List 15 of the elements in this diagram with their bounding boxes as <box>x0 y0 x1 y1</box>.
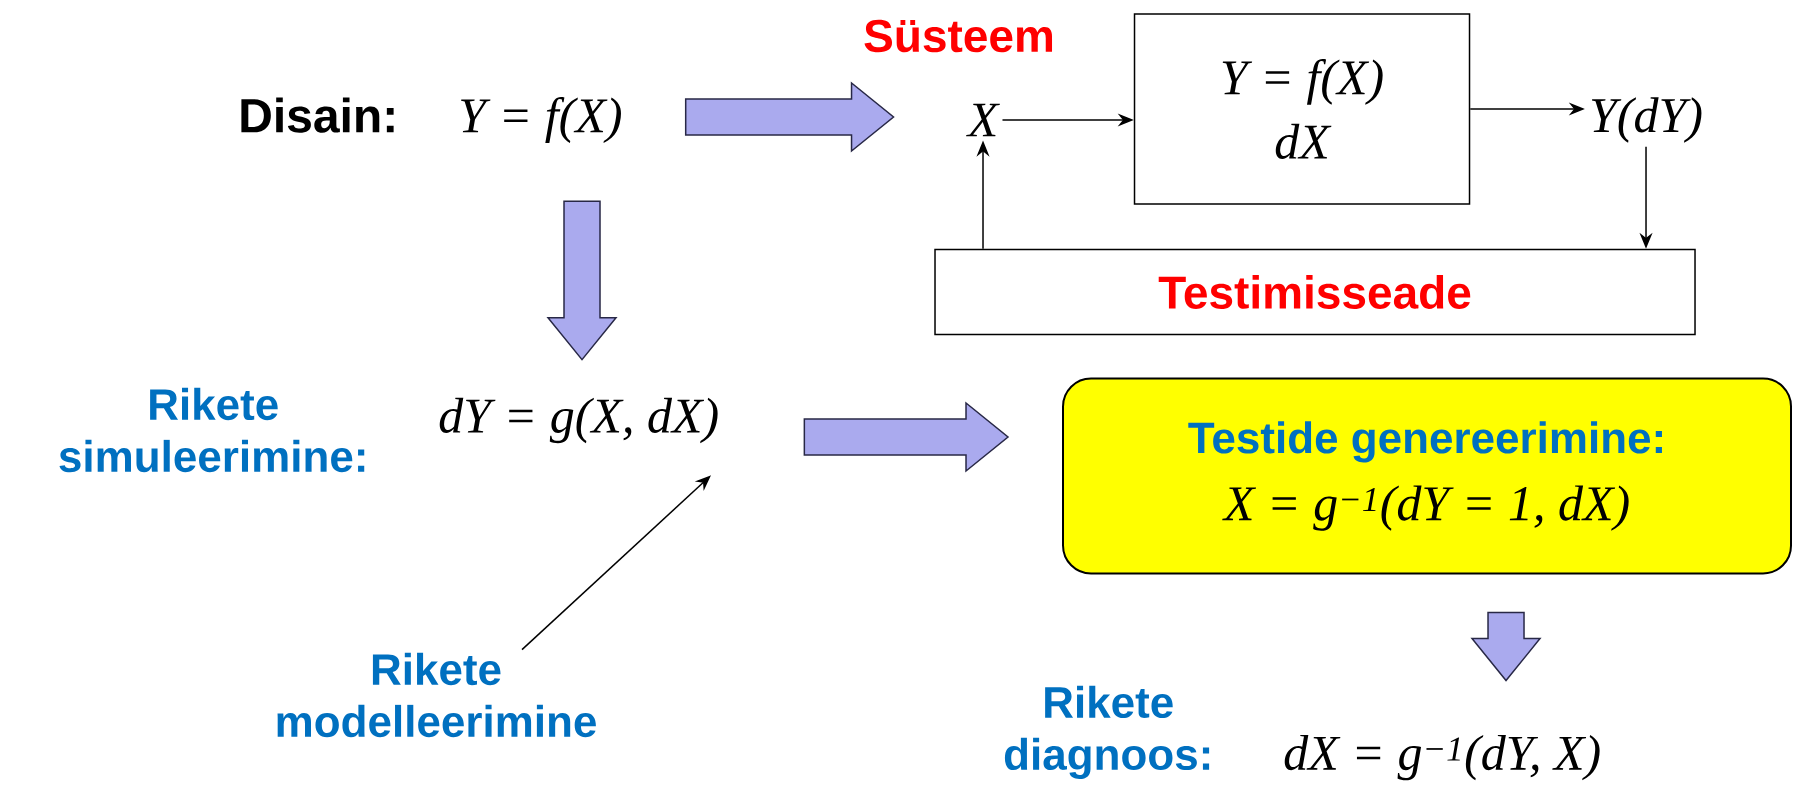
block-arrow <box>1470 611 1542 682</box>
system-title: Süsteem <box>864 19 1052 53</box>
leader-arrow <box>521 475 711 651</box>
fault-diagnosis-equation: Rikete diagnoos: dX = g$^{−1}$(dY, X) <box>1004 685 1600 781</box>
test-generation-box: Testide genereerimine: X = g$^{−1}$(dY = 1, dX) <box>1062 377 1793 575</box>
block-arrow <box>546 200 618 361</box>
fault-modelling-text: Rikete modelleerimine <box>277 652 596 738</box>
fault-simulation-equation: Rikete simuleerimine: dY = g(X, dX) <box>59 387 718 473</box>
test-equipment-box: Testimisseade <box>934 248 1696 336</box>
block-arrow <box>803 401 1010 473</box>
system-box: Y = f(X) dX <box>1133 13 1471 205</box>
input-variable: X <box>966 103 1000 137</box>
block-arrow <box>684 81 895 153</box>
output-variable: Y(dY) <box>1591 97 1702 143</box>
design-equation: Disain: Y = f(X) <box>241 97 621 143</box>
